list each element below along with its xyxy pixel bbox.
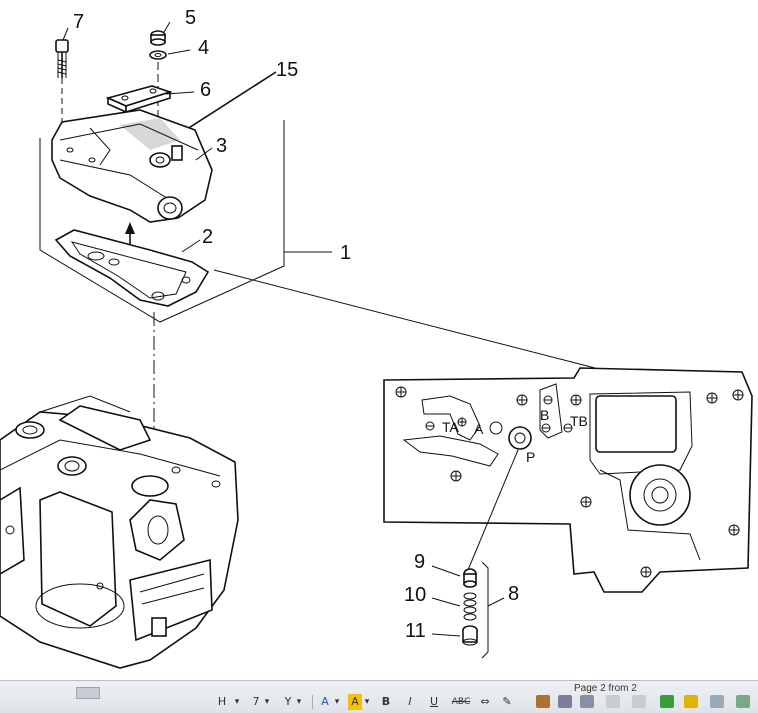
plate-bolt-holes xyxy=(395,386,744,578)
nut-part-5 xyxy=(150,30,166,46)
callout-15: 15 xyxy=(276,59,298,81)
callout-9: 9 xyxy=(414,551,425,573)
leader-5 xyxy=(163,21,171,33)
port-p-leader xyxy=(467,449,519,571)
leader-8 xyxy=(487,597,505,607)
port-label-p: P xyxy=(526,449,535,465)
font-color-button[interactable]: A xyxy=(321,695,329,708)
leader-11 xyxy=(431,633,461,637)
callout-5: 5 xyxy=(185,7,196,29)
callout-6: 6 xyxy=(200,79,211,101)
highlight-color-button[interactable]: A xyxy=(348,694,362,710)
page-indicator: Page 2 from 2 xyxy=(574,683,637,694)
image-icon[interactable] xyxy=(536,695,550,708)
gasket-part-2 xyxy=(54,229,210,307)
table-icon[interactable] xyxy=(558,695,572,708)
mount-arrow-head xyxy=(125,222,135,234)
chevron-down-icon[interactable]: ▾ xyxy=(364,697,370,707)
callout-1: 1 xyxy=(340,242,351,264)
clamp-plate-part-6 xyxy=(105,85,173,114)
leader-10 xyxy=(431,597,461,607)
bolt-part-7 xyxy=(55,39,69,78)
pump-housing xyxy=(0,395,239,669)
valve-plate-detail xyxy=(383,367,753,593)
more-icon[interactable] xyxy=(736,695,750,708)
scroll-thumb[interactable] xyxy=(76,687,100,699)
assembly-bracket xyxy=(39,120,285,323)
double-strike-icon[interactable]: ⇔ xyxy=(480,695,490,708)
callout-10: 10 xyxy=(404,584,426,606)
green-dot-icon[interactable] xyxy=(660,695,674,708)
port-label-b: B xyxy=(540,407,549,423)
port-label-a: A xyxy=(474,421,484,437)
callout-7: 7 xyxy=(73,11,84,33)
callout-4: 4 xyxy=(198,37,209,59)
detail-link-line xyxy=(213,269,596,369)
seat-part-11 xyxy=(462,625,478,646)
chart-icon[interactable] xyxy=(580,695,594,708)
chevron-down-icon[interactable]: ▾ xyxy=(296,697,302,707)
columns-icon[interactable] xyxy=(632,695,646,708)
leader-6 xyxy=(165,91,195,95)
callout-8: 8 xyxy=(508,583,519,605)
style-7-button[interactable]: 7 xyxy=(252,695,260,708)
washer-part-4 xyxy=(149,50,167,60)
chevron-down-icon[interactable]: ▾ xyxy=(264,697,270,707)
valve-cover-part-3 xyxy=(51,109,213,223)
leader-9 xyxy=(431,565,461,577)
picture-icon[interactable] xyxy=(710,695,724,708)
grid-icon[interactable] xyxy=(606,695,620,708)
leader-7 xyxy=(62,27,69,41)
callout-2: 2 xyxy=(202,226,213,248)
toolbar-separator xyxy=(312,695,313,709)
strikethrough-button[interactable]: ABC xyxy=(451,697,471,707)
bold-button[interactable]: B xyxy=(381,695,391,708)
smiley-icon[interactable] xyxy=(684,695,698,708)
italic-button[interactable]: I xyxy=(408,695,412,708)
status-bar: Page 2 from 2 H ▾ 7 ▾ Y ▾ A ▾ A ▾ B I U … xyxy=(0,680,758,713)
callout-11: 11 xyxy=(405,620,426,642)
bracket-8 xyxy=(481,561,489,659)
port-label-ta: TA xyxy=(442,419,460,435)
leader-2 xyxy=(181,239,201,253)
style-y-button[interactable]: Y xyxy=(284,695,292,708)
callout-3: 3 xyxy=(216,135,227,157)
leader-3 xyxy=(195,147,213,161)
leader-4 xyxy=(167,49,191,55)
chevron-down-icon[interactable]: ▾ xyxy=(334,697,340,707)
exploded-parts-diagram: 7 5 4 6 15 3 xyxy=(0,7,753,669)
check-ball-part-9 xyxy=(463,568,477,588)
underline-button[interactable]: U xyxy=(429,695,439,708)
port-label-tb: TB xyxy=(570,413,588,429)
spring-part-10 xyxy=(463,592,477,621)
heading-style-button[interactable]: H xyxy=(217,695,227,708)
chevron-down-icon[interactable]: ▾ xyxy=(234,697,240,707)
pen-icon[interactable]: ✎ xyxy=(502,695,512,708)
